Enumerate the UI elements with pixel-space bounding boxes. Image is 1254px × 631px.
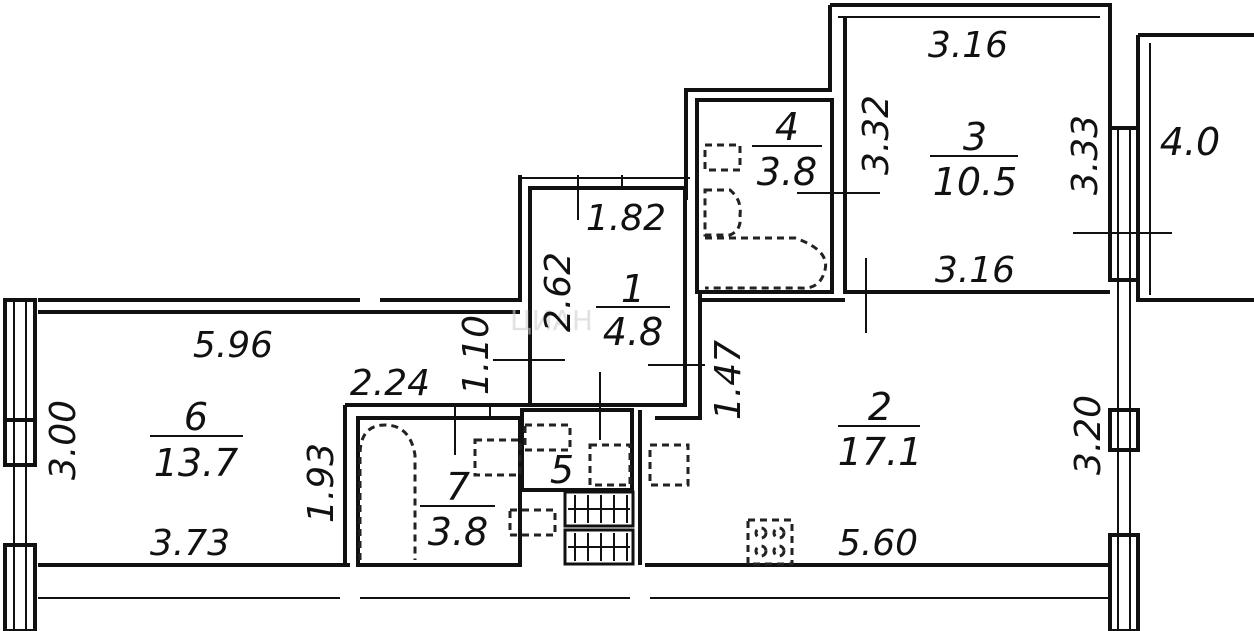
room-4-area: 3.8 xyxy=(757,150,817,194)
dimension-label: 3.16 xyxy=(928,25,1008,66)
dimension-label: 1.93 xyxy=(301,443,342,523)
toilet-icon xyxy=(473,438,522,477)
dimension-label: 5.60 xyxy=(838,523,918,564)
bathtub-icon xyxy=(705,236,828,290)
sink-icon xyxy=(703,143,742,172)
radiator-icon xyxy=(563,490,635,566)
dimension-label: 3.16 xyxy=(935,250,1015,291)
dimension-label: 1.10 xyxy=(456,315,497,395)
room-labels: 1 4.8 2 17.1 3 10.5 4 3.8 5 6 13.7 7 3.8… xyxy=(150,105,1220,554)
fixtures xyxy=(358,143,828,566)
room-5-number: 5 xyxy=(550,448,574,492)
bathtub-icon xyxy=(358,423,417,560)
dimension-label: 5.96 xyxy=(193,325,273,366)
room-2-number: 2 xyxy=(868,385,892,429)
walls xyxy=(3,3,1254,631)
dimension-label: 1.47 xyxy=(708,340,749,420)
room-3-number: 3 xyxy=(963,115,987,159)
dimension-label: 3.20 xyxy=(1068,395,1109,475)
dimension-labels: 3.16 3.32 3.33 3.16 1.82 2.62 5.96 1.10 … xyxy=(43,25,1109,564)
dimension-label: 3.32 xyxy=(856,95,897,175)
dimension-label: 1.82 xyxy=(586,198,666,239)
dimension-label: 3.33 xyxy=(1065,115,1106,195)
dimension-label: 3.73 xyxy=(150,523,230,564)
dimension-label: 2.62 xyxy=(538,252,579,332)
room-4-number: 4 xyxy=(775,105,799,149)
room-2-area: 17.1 xyxy=(838,430,923,474)
room-7-number: 7 xyxy=(446,465,470,509)
fridge-icon xyxy=(648,443,690,487)
room-3-area: 10.5 xyxy=(933,160,1018,204)
room-6-number: 6 xyxy=(184,395,208,439)
room-1-number: 1 xyxy=(621,267,645,311)
dimension-label: 2.24 xyxy=(350,363,430,404)
room-6-area: 13.7 xyxy=(154,441,239,485)
room-1-area: 4.8 xyxy=(603,310,663,354)
dimension-label: 3.00 xyxy=(43,400,84,480)
sink-icon xyxy=(588,443,632,487)
toilet-icon xyxy=(703,188,742,237)
washer-icon xyxy=(508,508,557,537)
room-7-area: 3.8 xyxy=(428,510,488,554)
watermark: ЦИАН xyxy=(510,304,593,337)
sink-icon xyxy=(523,423,572,452)
stove-icon xyxy=(746,518,794,566)
balcony-area: 4.0 xyxy=(1160,120,1220,164)
